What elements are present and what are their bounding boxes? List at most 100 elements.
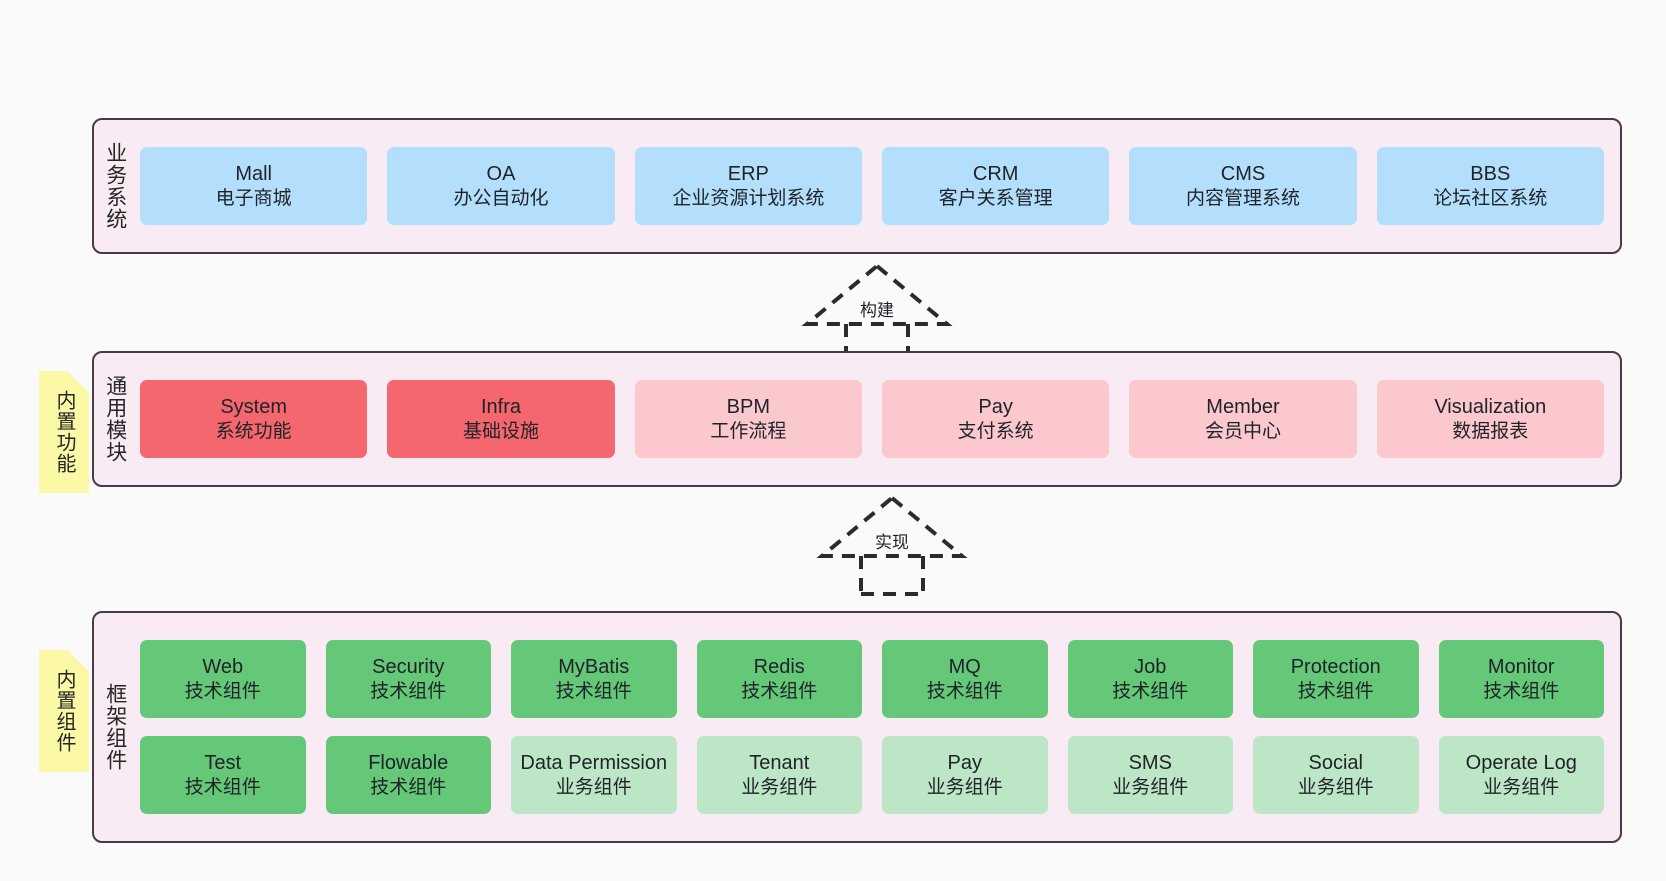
card-title: MQ [948, 656, 981, 679]
card-row: Test 技术组件 Flowable 技术组件 Data Permission … [140, 736, 1604, 814]
card-title: OA [486, 163, 516, 186]
card-mall[interactable]: Mall 电子商城 [140, 147, 368, 225]
card-subtitle: 技术组件 [184, 680, 261, 702]
card-subtitle: 企业资源计划系统 [672, 187, 825, 209]
card-title: Social [1308, 752, 1363, 775]
card-operate-log[interactable]: Operate Log 业务组件 [1438, 736, 1604, 814]
layer-body-framework-components: Web 技术组件 Security 技术组件 MyBatis 技术组件 Redi… [136, 613, 1620, 841]
card-subtitle: 技术组件 [1483, 680, 1560, 702]
card-subtitle: 支付系统 [957, 420, 1034, 442]
layer-title-framework-components: 框架组件 [103, 683, 127, 771]
note-builtin-components: 内置组件 [39, 650, 89, 772]
card-title: Security [372, 656, 445, 679]
card-monitor[interactable]: Monitor 技术组件 [1438, 640, 1604, 718]
card-subtitle: 会员中心 [1204, 420, 1281, 442]
layer-title-common-modules: 通用模块 [103, 375, 127, 463]
card-protection[interactable]: Protection 技术组件 [1253, 640, 1419, 718]
note-fold-corner-icon [67, 650, 89, 672]
layer-common-modules: 通用模块 System 系统功能 Infra 基础设施 BPM 工作流程 Pay… [92, 351, 1622, 487]
card-redis[interactable]: Redis 技术组件 [696, 640, 862, 718]
card-subtitle: 业务组件 [555, 776, 632, 798]
card-security[interactable]: Security 技术组件 [325, 640, 491, 718]
card-pay-module[interactable]: Pay 支付系统 [881, 380, 1110, 458]
card-subtitle: 技术组件 [555, 680, 632, 702]
card-subtitle: 技术组件 [1297, 680, 1374, 702]
card-subtitle: 业务组件 [1112, 776, 1189, 798]
card-subtitle: 技术组件 [370, 776, 447, 798]
card-title: ERP [727, 163, 769, 186]
card-subtitle: 客户关系管理 [938, 187, 1053, 209]
card-row: Web 技术组件 Security 技术组件 MyBatis 技术组件 Redi… [140, 640, 1604, 718]
card-pay-component[interactable]: Pay 业务组件 [882, 736, 1048, 814]
card-web[interactable]: Web 技术组件 [140, 640, 306, 718]
card-test[interactable]: Test 技术组件 [140, 736, 306, 814]
card-title: Data Permission [520, 752, 668, 775]
layer-title-business-systems: 业务系统 [103, 142, 127, 230]
card-title: Operate Log [1465, 752, 1577, 775]
card-mq[interactable]: MQ 技术组件 [882, 640, 1048, 718]
card-subtitle: 业务组件 [1297, 776, 1374, 798]
card-subtitle: 电子商城 [215, 187, 292, 209]
card-subtitle: 系统功能 [215, 420, 292, 442]
card-title: Redis [753, 656, 805, 679]
card-title: Job [1134, 656, 1167, 679]
layer-business-systems: 业务系统 Mall 电子商城 OA 办公自动化 ERP 企业资源计划系统 CRM… [92, 118, 1622, 254]
card-bpm[interactable]: BPM 工作流程 [634, 380, 862, 458]
card-subtitle: 技术组件 [926, 680, 1003, 702]
card-oa[interactable]: OA 办公自动化 [387, 147, 615, 225]
card-title: Protection [1290, 656, 1381, 679]
card-title: Tenant [749, 752, 810, 775]
card-title: Visualization [1434, 396, 1547, 419]
card-member[interactable]: Member 会员中心 [1129, 380, 1357, 458]
card-mybatis[interactable]: MyBatis 技术组件 [511, 640, 677, 718]
card-subtitle: 技术组件 [370, 680, 447, 702]
card-title: MyBatis [558, 656, 630, 679]
layer-body-business-systems: Mall 电子商城 OA 办公自动化 ERP 企业资源计划系统 CRM 客户关系… [136, 120, 1620, 252]
card-title: Mall [235, 163, 272, 186]
card-subtitle: 基础设施 [462, 420, 539, 442]
note-builtin-features: 内置功能 [39, 371, 89, 493]
card-sms[interactable]: SMS 业务组件 [1067, 736, 1233, 814]
card-subtitle: 工作流程 [710, 420, 787, 442]
card-subtitle: 业务组件 [926, 776, 1003, 798]
card-title: BBS [1470, 163, 1511, 186]
connector-label-implement: 实现 [873, 528, 911, 553]
card-title: Member [1206, 396, 1280, 419]
card-subtitle: 技术组件 [184, 776, 261, 798]
card-subtitle: 技术组件 [741, 680, 818, 702]
card-title: CRM [972, 163, 1019, 186]
card-subtitle: 办公自动化 [453, 187, 549, 209]
card-subtitle: 数据报表 [1452, 420, 1529, 442]
card-title: Monitor [1487, 656, 1555, 679]
layer-framework-components: 框架组件 Web 技术组件 Security 技术组件 MyBatis 技术组件… [92, 611, 1622, 843]
connector-label-build: 构建 [858, 296, 896, 321]
card-infra[interactable]: Infra 基础设施 [387, 380, 615, 458]
note-text: 内置组件 [53, 669, 75, 753]
card-bbs[interactable]: BBS 论坛社区系统 [1376, 147, 1604, 225]
card-visualization[interactable]: Visualization 数据报表 [1376, 380, 1604, 458]
card-crm[interactable]: CRM 客户关系管理 [881, 147, 1110, 225]
card-erp[interactable]: ERP 企业资源计划系统 [634, 147, 862, 225]
card-social[interactable]: Social 业务组件 [1253, 736, 1419, 814]
layer-body-common-modules: System 系统功能 Infra 基础设施 BPM 工作流程 Pay 支付系统… [136, 353, 1620, 485]
card-subtitle: 业务组件 [741, 776, 818, 798]
card-row: System 系统功能 Infra 基础设施 BPM 工作流程 Pay 支付系统… [140, 380, 1604, 458]
card-title: Pay [947, 752, 982, 775]
card-title: Web [202, 656, 244, 679]
card-job[interactable]: Job 技术组件 [1067, 640, 1233, 718]
card-flowable[interactable]: Flowable 技术组件 [325, 736, 491, 814]
card-subtitle: 技术组件 [1112, 680, 1189, 702]
card-title: System [220, 396, 287, 419]
card-title: CMS [1220, 163, 1266, 186]
card-data-permission[interactable]: Data Permission 业务组件 [511, 736, 677, 814]
card-title: Test [204, 752, 242, 775]
card-tenant[interactable]: Tenant 业务组件 [696, 736, 862, 814]
card-subtitle: 业务组件 [1483, 776, 1560, 798]
card-subtitle: 内容管理系统 [1185, 187, 1300, 209]
card-system[interactable]: System 系统功能 [140, 380, 368, 458]
note-fold-corner-icon [67, 371, 89, 393]
card-cms[interactable]: CMS 内容管理系统 [1129, 147, 1357, 225]
note-text: 内置功能 [53, 390, 75, 474]
card-title: Pay [978, 396, 1013, 419]
